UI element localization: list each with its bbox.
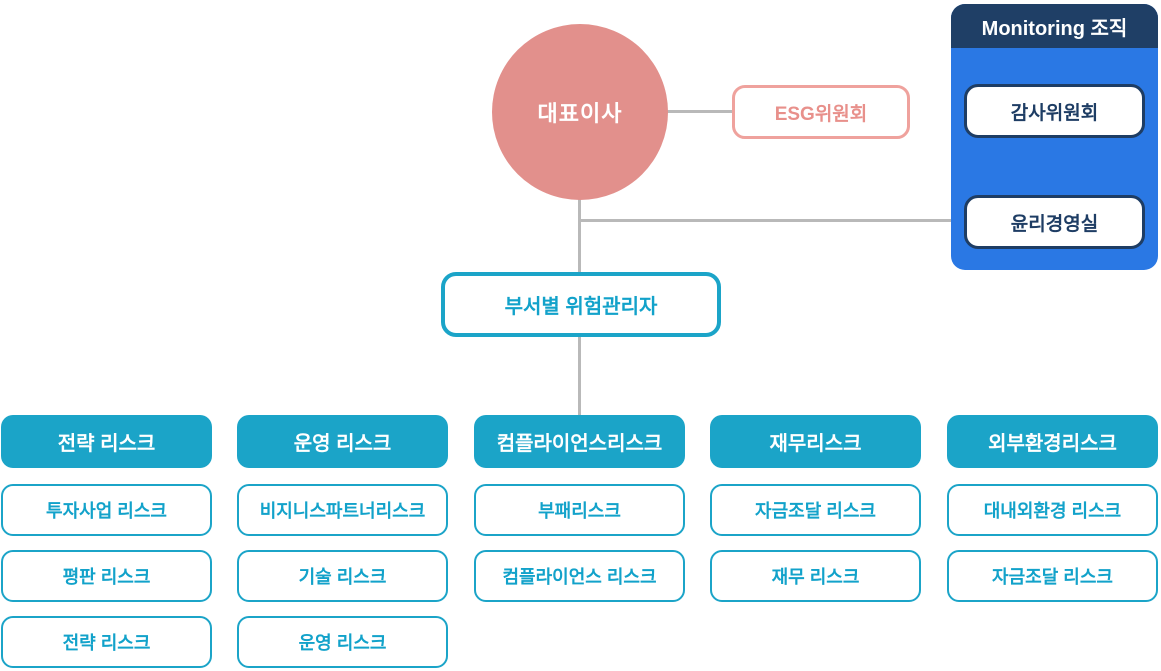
risk-item: 재무 리스크 (710, 550, 921, 602)
risk-column-compliance: 컴플라이언스리스크 부패리스크 컴플라이언스 리스크 (474, 415, 685, 616)
risk-item: 평판 리스크 (1, 550, 212, 602)
risk-column-external: 외부환경리스크 대내외환경 리스크 자금조달 리스크 (947, 415, 1158, 616)
risk-item: 자금조달 리스크 (947, 550, 1158, 602)
risk-item: 투자사업 리스크 (1, 484, 212, 536)
monitoring-panel: Monitoring 조직 감사위원회 윤리경영실 (951, 4, 1158, 270)
risk-item: 대내외환경 리스크 (947, 484, 1158, 536)
risk-column-header: 운영 리스크 (237, 415, 448, 468)
connector-ceo-ethics (578, 219, 965, 222)
risk-manager-node: 부서별 위험관리자 (441, 272, 721, 337)
risk-item: 자금조달 리스크 (710, 484, 921, 536)
connector-ceo-esg (664, 110, 734, 113)
risk-item: 비지니스파트너리스크 (237, 484, 448, 536)
risk-item: 기술 리스크 (237, 550, 448, 602)
risk-column-strategy: 전략 리스크 투자사업 리스크 평판 리스크 전략 리스크 (1, 415, 212, 671)
risk-column-header: 외부환경리스크 (947, 415, 1158, 468)
risk-item: 운영 리스크 (237, 616, 448, 668)
connector-manager-risks (578, 336, 581, 416)
monitoring-title-label: Monitoring 조직 (981, 17, 1128, 40)
monitoring-panel-title: Monitoring 조직 (951, 4, 1158, 48)
risk-column-header: 재무리스크 (710, 415, 921, 468)
esg-committee-label: ESG위원회 (774, 103, 868, 125)
esg-committee-node: ESG위원회 (732, 85, 910, 139)
audit-committee-label: 감사위원회 (1010, 102, 1099, 124)
risk-column-operations: 운영 리스크 비지니스파트너리스크 기술 리스크 운영 리스크 (237, 415, 448, 671)
risk-column-finance: 재무리스크 자금조달 리스크 재무 리스크 (710, 415, 921, 616)
ethics-management-label: 윤리경영실 (1010, 213, 1099, 235)
ethics-management-node: 윤리경영실 (964, 195, 1145, 249)
connector-ceo-manager (578, 190, 581, 274)
ceo-label: 대표이사 (537, 101, 623, 126)
ceo-node: 대표이사 (492, 24, 668, 200)
risk-item: 컴플라이언스 리스크 (474, 550, 685, 602)
risk-manager-label: 부서별 위험관리자 (504, 296, 658, 318)
risk-item: 부패리스크 (474, 484, 685, 536)
risk-column-header: 컴플라이언스리스크 (474, 415, 685, 468)
audit-committee-node: 감사위원회 (964, 84, 1145, 138)
risk-column-header: 전략 리스크 (1, 415, 212, 468)
risk-item: 전략 리스크 (1, 616, 212, 668)
